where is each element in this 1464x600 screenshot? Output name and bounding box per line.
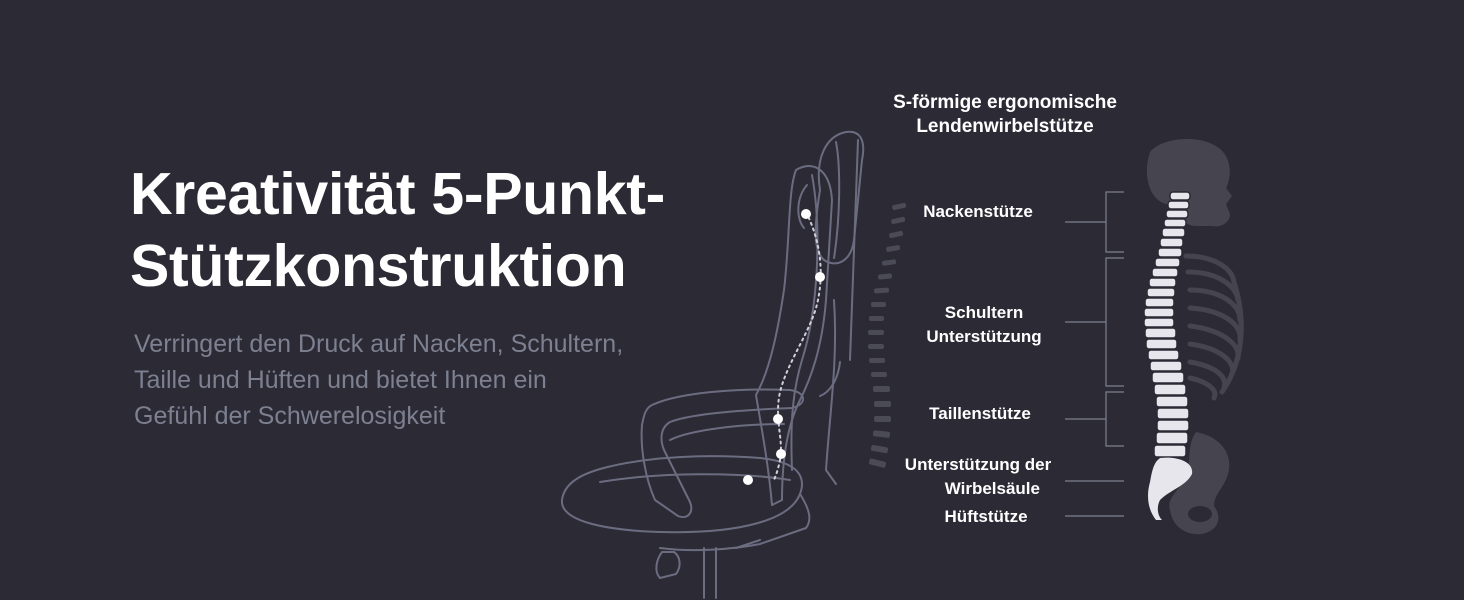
skeleton-illustration: [1143, 139, 1244, 535]
label-spine-support-line-1: Unterstützung der: [904, 455, 1052, 474]
decorative-vertebra-dashes: [868, 202, 907, 468]
label-shoulder-support-line-1: Schultern: [944, 303, 1024, 322]
subtext-line-2: Taille und Hüften und bietet Ihnen ein: [134, 366, 547, 394]
label-hip-support: Hüftstütze: [944, 507, 1028, 526]
spine-vertebrae: [1143, 191, 1191, 458]
support-point-neck: [801, 209, 811, 219]
diagram-title: S-förmige ergonomische Lendenwirbelstütz…: [860, 91, 1150, 139]
chair-illustration: [560, 130, 865, 599]
headline-line-2: Stützkonstruktion: [130, 233, 627, 299]
pelvis: [1169, 432, 1230, 535]
diagram-title-line-1: S-förmige ergonomische: [893, 92, 1117, 113]
support-point-spine: [776, 449, 786, 459]
label-spine-support-line-2: Wirbelsäule: [944, 479, 1040, 498]
skull: [1146, 139, 1232, 227]
label-spine-support: Unterstützung der Wirbelsäule: [900, 453, 1056, 501]
support-point-shoulders: [815, 272, 825, 282]
label-waist-support: Taillenstütze: [929, 404, 1031, 423]
label-neck-support: Nackenstütze: [923, 202, 1033, 221]
diagram-title-line-2: Lendenwirbelstütze: [916, 116, 1094, 137]
subtext: Verringert den Druck auf Nacken, Schulte…: [134, 326, 623, 434]
headline: Kreativität 5-Punkt- Stützkonstruktion: [130, 158, 665, 302]
label-connectors: [1065, 191, 1124, 517]
subtext-line-3: Gefühl der Schwerelosigkeit: [134, 402, 446, 430]
label-shoulder-support: Schultern Unterstützung: [906, 301, 1062, 349]
rib-cage: [1183, 253, 1244, 401]
label-shoulder-support-line-2: Unterstützung: [926, 327, 1042, 346]
headline-line-1: Kreativität 5-Punkt-: [130, 161, 665, 227]
support-point-waist: [773, 414, 783, 424]
subtext-line-1: Verringert den Druck auf Nacken, Schulte…: [134, 330, 624, 358]
chair-support-curve: [743, 209, 825, 485]
support-point-hip: [743, 475, 753, 485]
sacrum: [1148, 457, 1193, 520]
